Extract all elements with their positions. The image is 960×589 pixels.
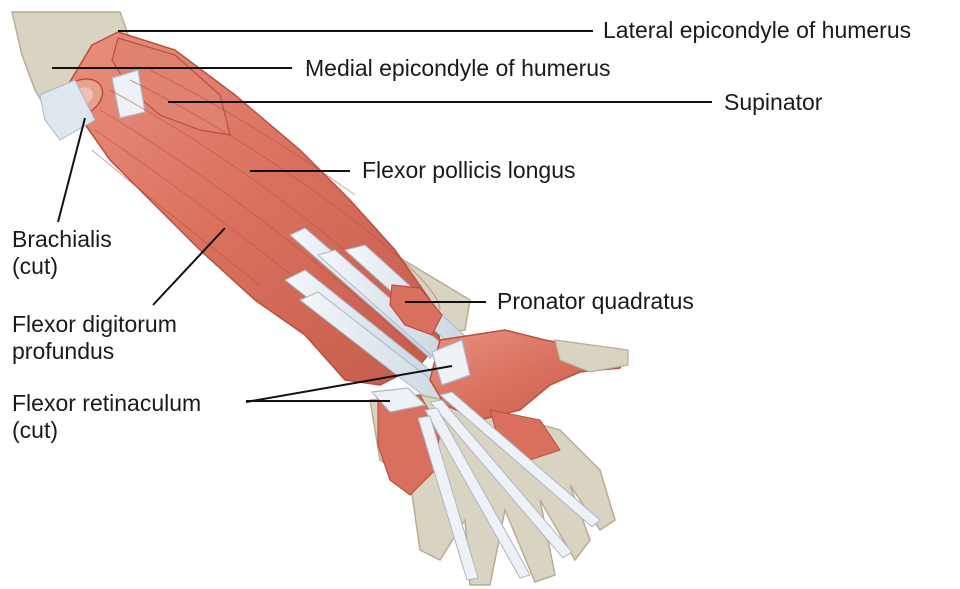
label-brachialis-line2: (cut) xyxy=(12,253,112,280)
label-flexor-retinaculum: Flexor retinaculum (cut) xyxy=(12,390,201,444)
label-fdp-line1: Flexor digitorum xyxy=(12,311,177,338)
label-retinaculum-line2: (cut) xyxy=(12,417,201,444)
label-brachialis-line1: Brachialis xyxy=(12,226,112,253)
label-retinaculum-line1: Flexor retinaculum xyxy=(12,390,201,417)
label-fdp-line2: profundus xyxy=(12,338,177,365)
label-brachialis: Brachialis (cut) xyxy=(12,226,112,280)
label-flexor-digitorum-profundus: Flexor digitorum profundus xyxy=(12,311,177,365)
label-flexor-pollicis-longus: Flexor pollicis longus xyxy=(362,157,575,184)
label-medial-epicondyle: Medial epicondyle of humerus xyxy=(305,55,611,82)
label-supinator: Supinator xyxy=(724,89,822,116)
label-lateral-epicondyle: Lateral epicondyle of humerus xyxy=(603,17,911,44)
label-pronator-quadratus: Pronator quadratus xyxy=(497,288,694,315)
